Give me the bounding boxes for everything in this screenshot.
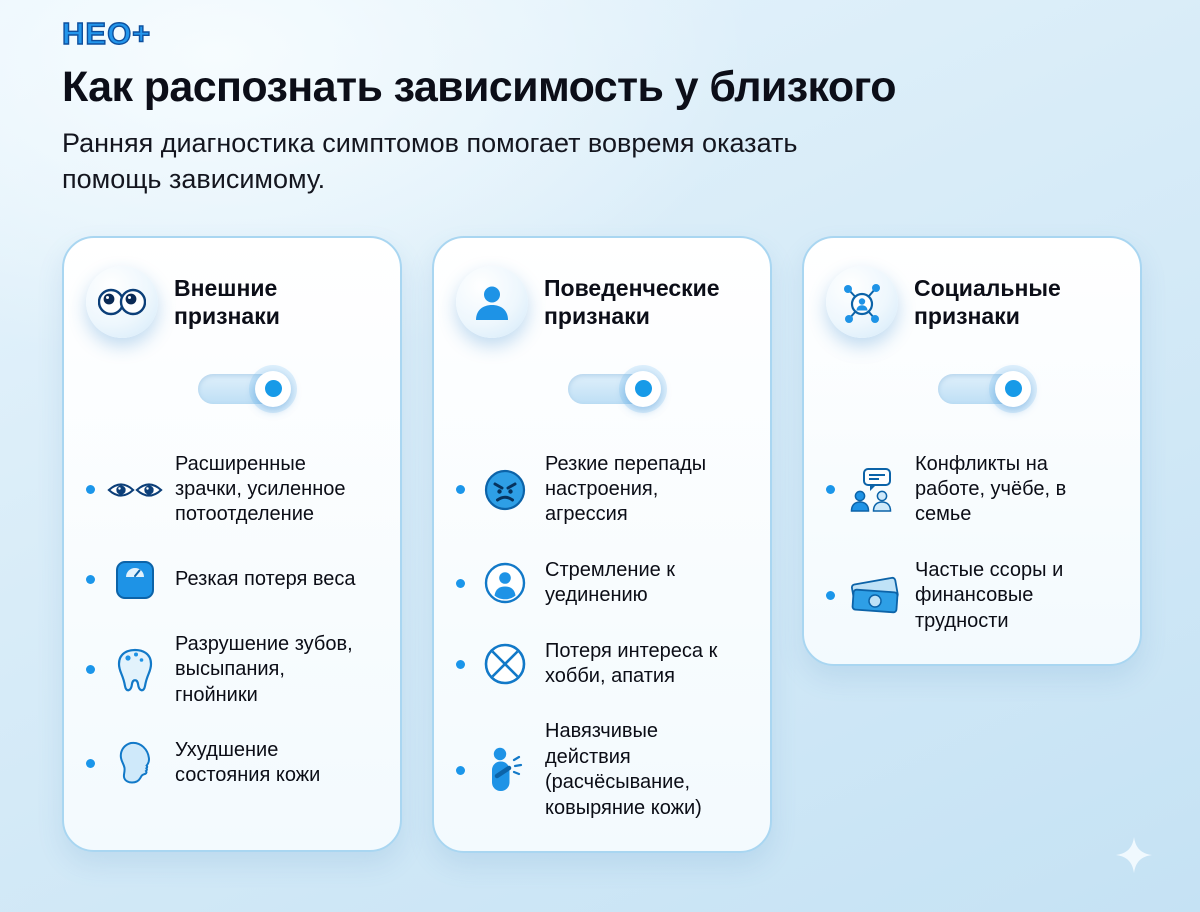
item-text: Потеря интереса к хобби, апатия: [545, 639, 718, 688]
list-item: Конфликты на работе, учёбе, в семье: [826, 452, 1118, 528]
bullet-dot: [86, 665, 95, 675]
list-item: Резкие перепады настроения, агрессия: [456, 452, 748, 528]
logo: НЕО+: [61, 15, 152, 51]
item-text: Резкая потеря веса: [175, 568, 356, 591]
bullet-dot: [86, 758, 95, 768]
card-icon-badge: [86, 265, 158, 338]
list-item: Разрушение зубов, высыпания, гнойники: [86, 632, 378, 708]
scratching-person-icon: [477, 746, 533, 794]
card-icon-badge: [826, 265, 898, 338]
list-item: Навязчивые действия (расчёсывание, ковыр…: [456, 719, 748, 821]
behavioral-signs-toggle[interactable]: [568, 370, 661, 407]
card-header: Поведенческие признаки: [456, 265, 748, 338]
list-item: Резкая потеря веса: [86, 558, 378, 602]
item-text: Расширенные зрачки, усиленное потоотделе…: [175, 452, 346, 526]
bullet-dot: [456, 485, 465, 495]
card-social-signs: Социальные признаки: [802, 235, 1142, 667]
toggle-knob: [995, 370, 1031, 407]
item-text: Разрушение зубов, высыпания, гнойники: [175, 632, 353, 706]
toggle-knob: [625, 370, 661, 407]
crossed-circle-icon: [477, 642, 533, 686]
bullet-dot: [456, 578, 465, 588]
person-icon: [476, 286, 508, 320]
bullet-dot: [86, 575, 95, 585]
toggle-knob: [255, 370, 291, 407]
item-text: Стремление к уединению: [545, 558, 676, 607]
bullet-dot: [826, 485, 835, 495]
tooth-icon: [107, 648, 163, 692]
list-item: Потеря интереса к хобби, апатия: [456, 639, 748, 690]
list-item: Расширенные зрачки, усиленное потоотделе…: [86, 452, 378, 528]
items-list: Конфликты на работе, учёбе, в семье: [826, 452, 1118, 634]
item-text: Частые ссоры и финансовые трудности: [915, 558, 1064, 632]
external-signs-toggle[interactable]: [198, 370, 291, 407]
page-subtitle: Ранняя диагностика симптомов помогает во…: [62, 128, 798, 195]
social-signs-toggle[interactable]: [938, 370, 1031, 407]
card-title: Социальные признаки: [914, 274, 1061, 329]
eyes-pair-icon: [107, 476, 163, 504]
infographic-page: НЕО+ Как распознать зависимость у близко…: [0, 15, 1200, 873]
page-title: Как распознать зависимость у близкого: [62, 63, 897, 111]
money-icon: [847, 575, 903, 617]
card-icon-badge: [456, 265, 528, 338]
bullet-dot: [826, 591, 835, 601]
items-list: Расширенные зрачки, усиленное потоотделе…: [86, 452, 378, 789]
angry-face-icon: [477, 468, 533, 512]
item-text: Резкие перепады настроения, агрессия: [545, 452, 707, 526]
card-external-signs: Внешние признаки Расширен: [62, 235, 402, 852]
item-text: Ухудшение состояния кожи: [175, 739, 321, 787]
conflict-chat-icon: [847, 467, 903, 513]
card-header: Социальные признаки: [826, 265, 1118, 338]
list-item: Частые ссоры и финансовые трудности: [826, 558, 1118, 634]
bullet-dot: [456, 765, 465, 775]
person-circle-icon: [477, 561, 533, 605]
item-text: Навязчивые действия (расчёсывание, ковыр…: [545, 720, 702, 819]
cards-container: Внешние признаки Расширен: [62, 235, 1142, 853]
items-list: Резкие перепады настроения, агрессия Стр…: [456, 452, 748, 821]
network-people-icon: [844, 283, 880, 323]
sparkle-icon: [1114, 835, 1154, 880]
list-item: Ухудшение состояния кожи: [86, 738, 378, 789]
item-text: Конфликты на работе, учёбе, в семье: [915, 452, 1067, 526]
scale-icon: [107, 558, 163, 602]
list-item: Стремление к уединению: [456, 558, 748, 609]
card-title: Внешние признаки: [174, 274, 280, 329]
card-behavioral-signs: Поведенческие признаки: [432, 235, 772, 853]
bullet-dot: [456, 659, 465, 669]
googly-eyes-icon: [98, 288, 146, 315]
card-header: Внешние признаки: [86, 265, 378, 338]
face-profile-icon: [107, 741, 163, 785]
card-title: Поведенческие признаки: [544, 274, 720, 329]
bullet-dot: [86, 485, 95, 495]
